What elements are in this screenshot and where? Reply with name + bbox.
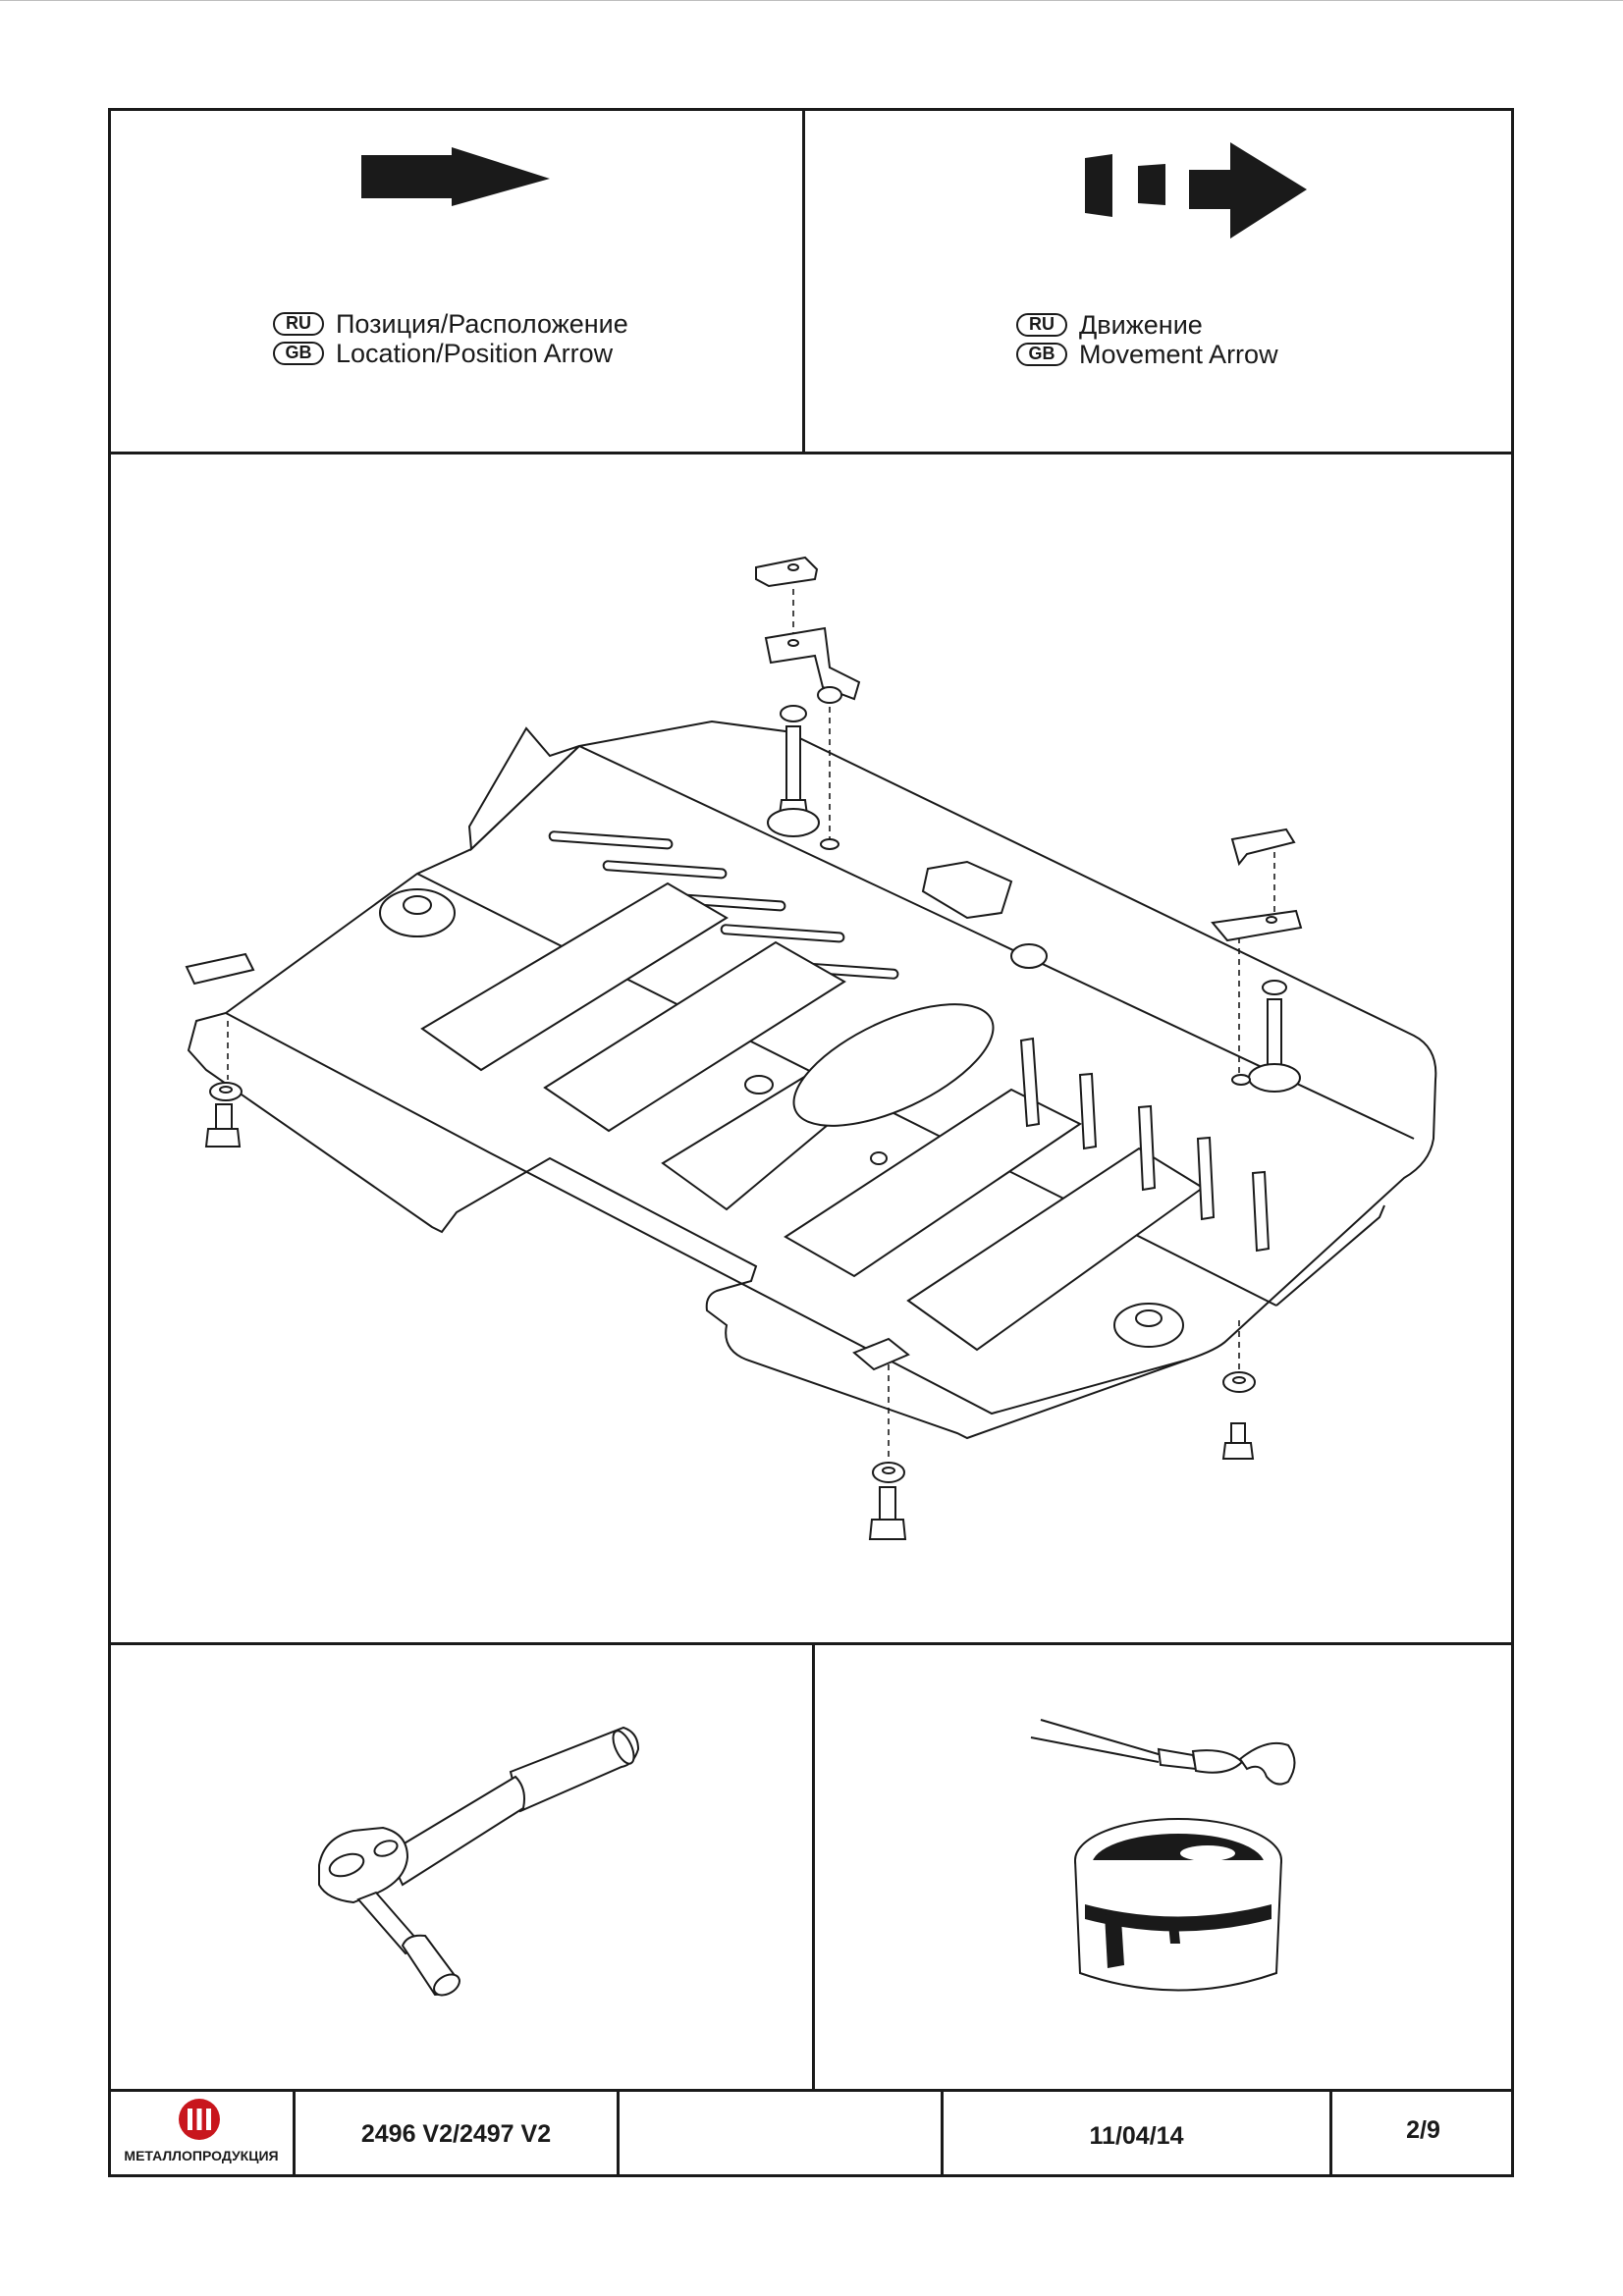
plate-fold-line-1 bbox=[225, 1012, 1189, 1415]
badge-gb: GB bbox=[273, 342, 324, 365]
badge-ru: RU bbox=[1016, 313, 1067, 337]
divider-titleblock bbox=[108, 2089, 1514, 2092]
location-arrow-icon bbox=[361, 147, 550, 206]
divider-bottom-mid bbox=[812, 1642, 815, 2092]
company-logo-icon bbox=[179, 2099, 220, 2140]
front-bracket-bottom bbox=[852, 1337, 910, 1540]
legend-location-ru-text: Позиция/Расположение bbox=[336, 309, 628, 339]
legend-location: RU Позиция/Расположение GB Location/Positi… bbox=[273, 309, 628, 368]
movement-arrow-icon bbox=[1085, 142, 1307, 239]
date: 11/04/14 bbox=[1089, 2122, 1184, 2150]
page-top-rule bbox=[0, 0, 1623, 1]
paint-brush-can-icon bbox=[1030, 1719, 1296, 1992]
page-number: 2/9 bbox=[1406, 2116, 1440, 2144]
studs bbox=[1019, 1037, 1271, 1253]
badge-ru: RU bbox=[273, 312, 324, 336]
plug-left-inner bbox=[403, 895, 432, 915]
legend-location-gb-text: Location/Position Arrow bbox=[336, 339, 614, 368]
divider-top bbox=[108, 452, 1514, 454]
legend-movement-ru-text: Движение bbox=[1079, 310, 1203, 340]
hole-1 bbox=[744, 1075, 774, 1095]
company-name: МЕТАЛЛОПРОДУКЦИЯ bbox=[124, 2148, 279, 2163]
legend-movement-gb-text: Movement Arrow bbox=[1079, 340, 1278, 369]
plate-rear-flange bbox=[1275, 1204, 1385, 1307]
tb-div-1 bbox=[293, 2089, 296, 2177]
drain-recess bbox=[792, 1003, 995, 1127]
plug-right-inner bbox=[1135, 1309, 1163, 1327]
legend-movement: RU Движение GB Movement Arrow bbox=[1016, 310, 1278, 369]
hole-2 bbox=[870, 1151, 888, 1165]
top-bracket-right bbox=[1211, 828, 1303, 1093]
front-fin bbox=[467, 726, 580, 852]
top-bracket-upper bbox=[755, 556, 861, 850]
drawing-frame bbox=[108, 108, 1514, 2177]
part-number: 2496 V2/2497 V2 bbox=[360, 2120, 552, 2148]
divider-middle bbox=[108, 1642, 1514, 1645]
title-block: МЕТАЛЛОПРОДУКЦИЯ 2496 V2/2497 V2 11/04/1… bbox=[108, 2089, 1514, 2177]
tb-div-3 bbox=[941, 2089, 944, 2177]
tb-div-4 bbox=[1329, 2089, 1332, 2177]
tb-div-2 bbox=[617, 2089, 620, 2177]
rear-bolt-right bbox=[1221, 1320, 1256, 1460]
rear-tab bbox=[921, 860, 1013, 920]
badge-gb: GB bbox=[1016, 343, 1067, 366]
skid-plate-assembly-drawing bbox=[185, 556, 1437, 1540]
divider-top-mid bbox=[802, 108, 805, 454]
front-bracket-left bbox=[185, 952, 255, 1148]
plug-center bbox=[1010, 943, 1048, 969]
ratchet-wrench-icon bbox=[318, 1726, 640, 1997]
